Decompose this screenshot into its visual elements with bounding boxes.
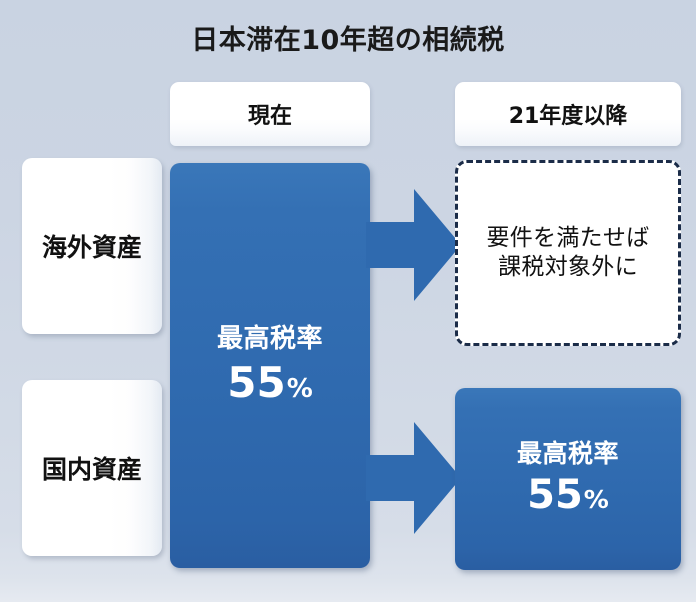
current-rate-label: 最高税率 xyxy=(216,324,323,355)
row-label-overseas-text: 海外資産 xyxy=(41,233,142,262)
column-header-current: 現在 xyxy=(170,82,370,146)
current-rate-panel: 最高税率 55% xyxy=(170,163,370,568)
row-label-overseas: 海外資産 xyxy=(22,158,162,334)
future-domestic-result: 最高税率 55% xyxy=(455,388,681,570)
future-overseas-line1: 要件を満たせば xyxy=(486,224,650,251)
page-title: 日本滞在10年超の相続税 xyxy=(191,25,505,56)
future-rate-label: 最高税率 xyxy=(516,439,619,469)
current-rate-value: 55% xyxy=(227,359,313,406)
future-overseas-line2: 課税対象外に xyxy=(498,254,638,280)
column-header-current-label: 現在 xyxy=(247,104,292,129)
column-header-future: 21年度以降 xyxy=(455,82,681,146)
arrow-right-icon xyxy=(366,422,461,534)
future-rate-unit: % xyxy=(583,484,609,514)
future-overseas-result: 要件を満たせば 課税対象外に xyxy=(455,160,681,346)
current-rate-number: 55 xyxy=(227,357,286,407)
arrow-domestic xyxy=(366,422,461,534)
arrow-right-icon xyxy=(366,189,461,301)
row-label-domestic: 国内資産 xyxy=(22,380,162,556)
column-header-future-label: 21年度以降 xyxy=(508,104,628,129)
arrow-overseas xyxy=(366,189,461,301)
future-rate-value: 55% xyxy=(527,473,609,518)
current-rate-unit: % xyxy=(286,373,313,404)
row-label-domestic-text: 国内資産 xyxy=(41,455,142,484)
future-rate-number: 55 xyxy=(527,471,583,518)
